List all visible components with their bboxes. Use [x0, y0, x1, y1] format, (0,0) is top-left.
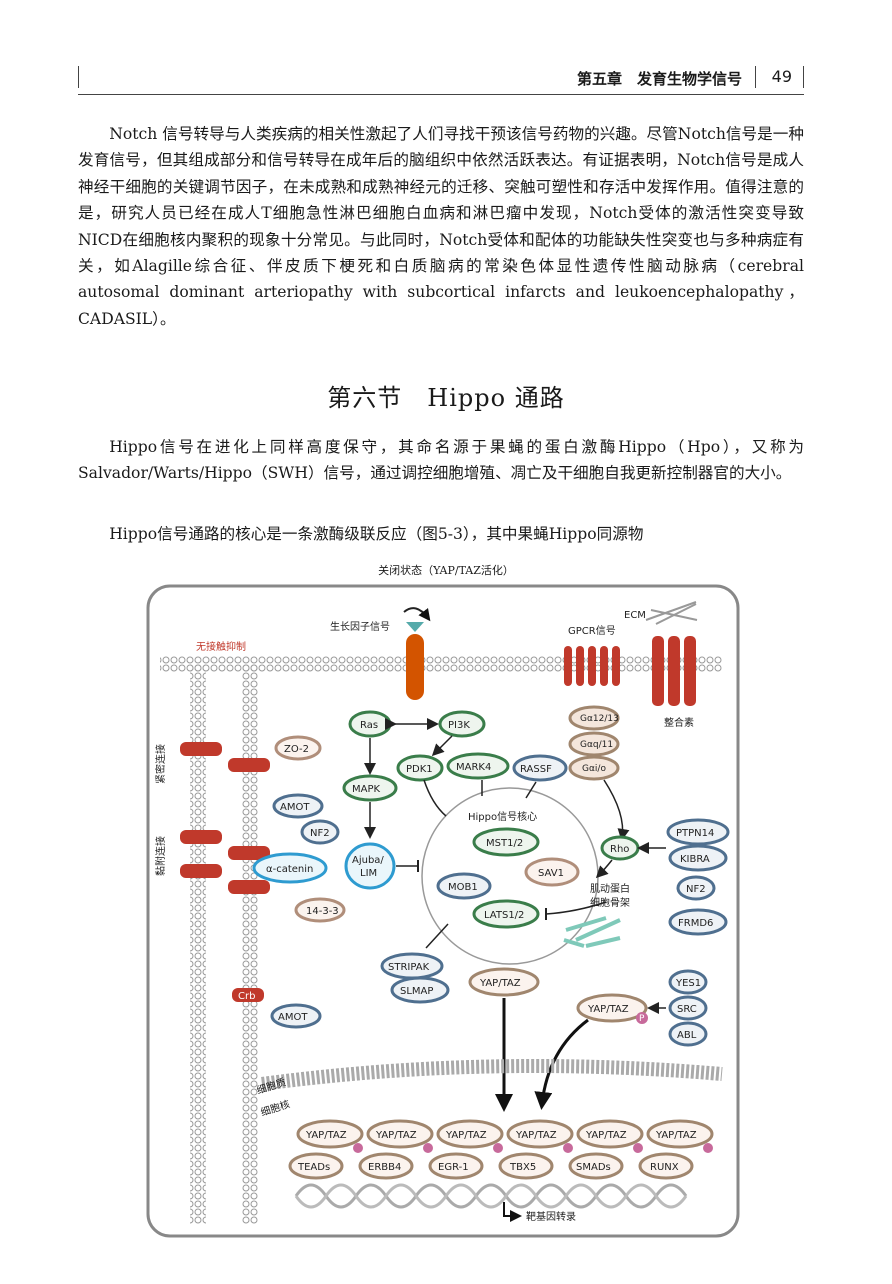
- tf-runx: RUNX: [650, 1162, 679, 1173]
- g-alpha-12-13: Gα12/13: [580, 714, 619, 724]
- plasma-membrane-left-2: [242, 664, 258, 1224]
- abl-node: ABL: [677, 1030, 697, 1041]
- yaptaz-nucleus-5: YAP/TAZ: [585, 1130, 627, 1141]
- gpcr-receptor: [564, 646, 620, 686]
- hippo-core-label: Hippo信号核心: [468, 810, 537, 823]
- yaptaz-nucleus-1: YAP/TAZ: [305, 1130, 347, 1141]
- paragraph-notch: Notch 信号转导与人类疾病的相关性激起了人们寻找干预该信号药物的兴趣。尽管N…: [78, 125, 804, 328]
- hippo-pathway-figure: 无接触抑制 紧密连接 黏附连接 生长因子信号 GPCR信号 ECM 整合素 Gα…: [146, 584, 740, 1238]
- g-alpha-q-11: Gαq/11: [580, 740, 613, 750]
- header-separator: [755, 66, 756, 88]
- integrin-receptor: [652, 636, 696, 706]
- adherens-junction-label: 黏附连接: [154, 836, 167, 876]
- yaptaz-phospho: YAP/TAZ: [587, 1004, 629, 1015]
- g-alpha-i-o: Gαi/o: [582, 764, 606, 774]
- mob1-node: MOB1: [448, 882, 478, 893]
- rassf-node: RASSF: [520, 764, 552, 775]
- ecm-label: ECM: [624, 610, 646, 621]
- chapter-title: 第五章 发育生物学信号: [576, 70, 742, 88]
- alpha-catenin-node: α-catenin: [266, 864, 313, 875]
- tf-smads: SMADs: [576, 1162, 611, 1173]
- tf-tbx5: TBX5: [509, 1162, 536, 1173]
- figure-caption: 关闭状态（YAP/TAZ活化）: [378, 564, 514, 577]
- crb-node: Crb: [238, 991, 255, 1002]
- phospho-tag: P: [639, 1014, 645, 1024]
- mark4-node: MARK4: [456, 762, 491, 773]
- yaptaz-p-arrow: [534, 1018, 589, 1110]
- rho-node: Rho: [610, 844, 629, 855]
- amot-node-top: AMOT: [280, 802, 310, 813]
- integrin-label: 整合素: [664, 716, 694, 729]
- zo2-node: ZO-2: [284, 744, 309, 755]
- transcription-factor-row: TEADs ERBB4 EGR-1 TBX5 SMADs RUNX: [288, 1152, 694, 1180]
- rtk-receptor: [406, 634, 424, 700]
- yaptaz-cytoplasm: YAP/TAZ: [479, 978, 521, 989]
- contact-free-label: 无接触抑制: [196, 640, 246, 653]
- cytoskeleton-label: 细胞骨架: [590, 896, 630, 909]
- ajuba-node-line1: Ajuba/: [352, 855, 384, 866]
- sav1-node: SAV1: [538, 868, 564, 879]
- tight-junction-block: [180, 742, 222, 756]
- amot-node-bottom: AMOT: [278, 1012, 308, 1023]
- target-genes-label: 靶基因转录: [526, 1210, 576, 1223]
- src-node: SRC: [677, 1004, 697, 1015]
- paragraph-hippo-intro: Hippo信号在进化上同样高度保守，其命名源于果蝇的蛋白激酶Hippo（Hpo）…: [78, 438, 804, 483]
- ecm-fibers: [645, 601, 698, 625]
- lats12-node: LATS1/2: [484, 910, 524, 921]
- yaptaz-nucleus-3: YAP/TAZ: [445, 1130, 487, 1141]
- plasma-membrane-left-1: [190, 664, 206, 1224]
- mapk-node: MAPK: [352, 784, 380, 795]
- ras-node: Ras: [360, 720, 378, 731]
- transcription-arrow: [503, 1202, 522, 1222]
- nucleus-yaptaz-row: YAP/TAZ YAP/TAZ YAP/TAZ YAP/TAZ YAP/TAZ …: [296, 1119, 714, 1149]
- 14-3-3-node: 14-3-3: [306, 906, 339, 917]
- nuclear-membrane: [261, 1059, 723, 1091]
- dna-strand-2: [294, 1183, 688, 1209]
- mst12-node: MST1/2: [486, 838, 523, 849]
- yaptaz-nucleus-4: YAP/TAZ: [515, 1130, 557, 1141]
- nf2-node-left: NF2: [310, 828, 330, 839]
- slmap-node: SLMAP: [400, 986, 433, 997]
- dna-strand-1: [294, 1183, 688, 1209]
- yaptaz-nucleus-2: YAP/TAZ: [375, 1130, 417, 1141]
- yes1-node: YES1: [675, 978, 701, 989]
- page-header: 第五章 发育生物学信号 49: [78, 62, 804, 95]
- ptpn14-node: PTPN14: [676, 828, 714, 839]
- phospho-tags: [353, 1143, 713, 1153]
- actin-label: 肌动蛋白: [590, 882, 630, 895]
- growth-factor-label: 生长因子信号: [330, 620, 390, 633]
- adherens-junction-block: [180, 864, 222, 878]
- pi3k-node: PI3K: [448, 720, 470, 731]
- tf-egr1: EGR-1: [438, 1162, 469, 1173]
- section-title: 第六节 Hippo 通路: [327, 384, 565, 412]
- adherens-junction-block: [228, 880, 270, 894]
- frmd6-node: FRMD6: [678, 918, 713, 929]
- actin-filaments: [563, 916, 621, 948]
- page-number: 49: [771, 67, 792, 86]
- ajuba-node-line2: LIM: [360, 868, 377, 879]
- header-left-bar: [78, 66, 79, 88]
- header-right-bar: [803, 66, 804, 88]
- tight-junction-label: 紧密连接: [154, 744, 167, 784]
- yaptaz-nucleus-6: YAP/TAZ: [655, 1130, 697, 1141]
- nf2-node-right: NF2: [686, 884, 706, 895]
- adherens-junction-block: [180, 830, 222, 844]
- tf-erbb4: ERBB4: [368, 1162, 401, 1173]
- gpcr-label: GPCR信号: [568, 625, 616, 637]
- stripak-node: STRIPAK: [388, 962, 430, 973]
- ligand-arrow: [403, 607, 431, 622]
- tf-teads: TEADs: [297, 1162, 330, 1173]
- tight-junction-block: [228, 758, 270, 772]
- pdk1-node: PDK1: [406, 764, 433, 775]
- adherens-junction-block: [228, 846, 270, 860]
- paragraph-hippo-core: Hippo信号通路的核心是一条激酶级联反应（图5-3），其中果蝇Hippo同源物: [109, 525, 644, 543]
- kibra-node: KIBRA: [680, 854, 710, 865]
